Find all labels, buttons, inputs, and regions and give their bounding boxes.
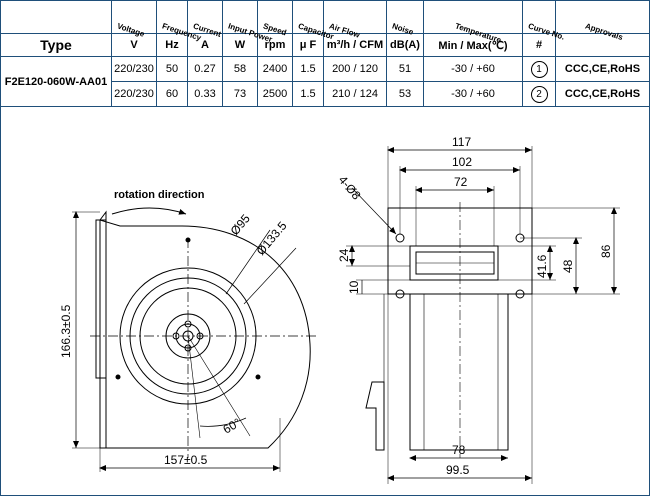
unit-noise: dB(A) [386, 33, 424, 57]
mount-hole [395, 233, 405, 243]
unit-capacitor: μ F [292, 33, 324, 57]
row1-curve: 1 [530, 60, 548, 78]
label-10: 10 [347, 280, 361, 294]
label-78: 78 [452, 443, 466, 457]
unit-speed: rpm [257, 33, 293, 57]
row2-approvals: CCC,CE,RoHS [555, 81, 650, 107]
motor-bracket [365, 381, 385, 451]
label-48: 48 [561, 259, 575, 273]
unit-voltage: V [111, 33, 157, 57]
row2-capacitor: 1.5 [292, 81, 324, 107]
side-view [346, 146, 620, 484]
unit-type: Type [0, 33, 112, 57]
header-row: Voltage Frequency Current Input Power Sp… [0, 0, 650, 45]
housing-outline [99, 219, 311, 449]
row2-current: 0.33 [187, 81, 223, 107]
row1-voltage: 220/230 [111, 56, 157, 82]
spec-table: Voltage Frequency Current Input Power Sp… [0, 0, 650, 107]
row1-current: 0.27 [187, 56, 223, 82]
rotation-label: rotation direction [114, 189, 205, 201]
label-holes: 4-Ø8 [336, 173, 364, 203]
row1-approvals: CCC,CE,RoHS [555, 56, 650, 82]
label-102: 102 [452, 155, 472, 169]
table-row: F2E120-060W-AA01 220/230 50 0.27 58 2400… [0, 56, 650, 107]
rotor-hub [165, 313, 211, 359]
label-height: 166.3±0.5 [59, 304, 73, 358]
front-view [72, 207, 318, 472]
table-row: 220/230 60 0.33 73 2500 1.5 210 / 124 53… [1, 81, 650, 107]
label-72: 72 [454, 175, 468, 189]
label-24: 24 [337, 248, 351, 262]
mount-bracket [95, 219, 107, 379]
row2-temperature: -30 / +60 [423, 81, 523, 107]
row1-noise: 51 [386, 56, 424, 82]
row2-curve: 2 [530, 85, 548, 103]
label-width: 157±0.5 [164, 453, 208, 467]
label-angle: 60° [221, 415, 244, 436]
label-117: 117 [452, 135, 471, 149]
technical-drawing: rotation direction Ø95 Ø133.5 166.3±0.5 … [59, 135, 620, 484]
row1-capacitor: 1.5 [292, 56, 324, 82]
label-d133: Ø133.5 [254, 219, 290, 258]
label-99-5: 99.5 [446, 463, 470, 477]
row2-noise: 53 [386, 81, 424, 107]
row2-voltage: 220/230 [111, 81, 157, 107]
mount-hole [395, 289, 405, 299]
unit-temperature: Min / Max(℃) [423, 33, 523, 57]
label-41-6: 41.6 [535, 254, 549, 278]
unit-row: Type V Hz A W rpm μ F m³/h / CFM dB(A) M… [0, 33, 650, 57]
unit-power: W [222, 33, 258, 57]
row1-temperature: -30 / +60 [423, 56, 523, 82]
row2-speed: 2500 [257, 81, 293, 107]
row2-power: 73 [222, 81, 258, 107]
row1-power: 58 [222, 56, 258, 82]
label-86: 86 [599, 244, 613, 258]
blower-body [409, 293, 509, 451]
row2-air-flow: 210 / 124 [323, 81, 387, 107]
mount-hole [515, 289, 525, 299]
unit-current: A [187, 33, 223, 57]
unit-air-flow: m³/h / CFM [323, 33, 387, 57]
row1-frequency: 50 [156, 56, 188, 82]
inlet-ring [119, 267, 257, 405]
row1-air-flow: 200 / 120 [323, 56, 387, 82]
model-name: F2E120-060W-AA01 [0, 56, 112, 107]
unit-curve: # [522, 33, 556, 57]
row2-frequency: 60 [156, 81, 188, 107]
row1-speed: 2400 [257, 56, 293, 82]
